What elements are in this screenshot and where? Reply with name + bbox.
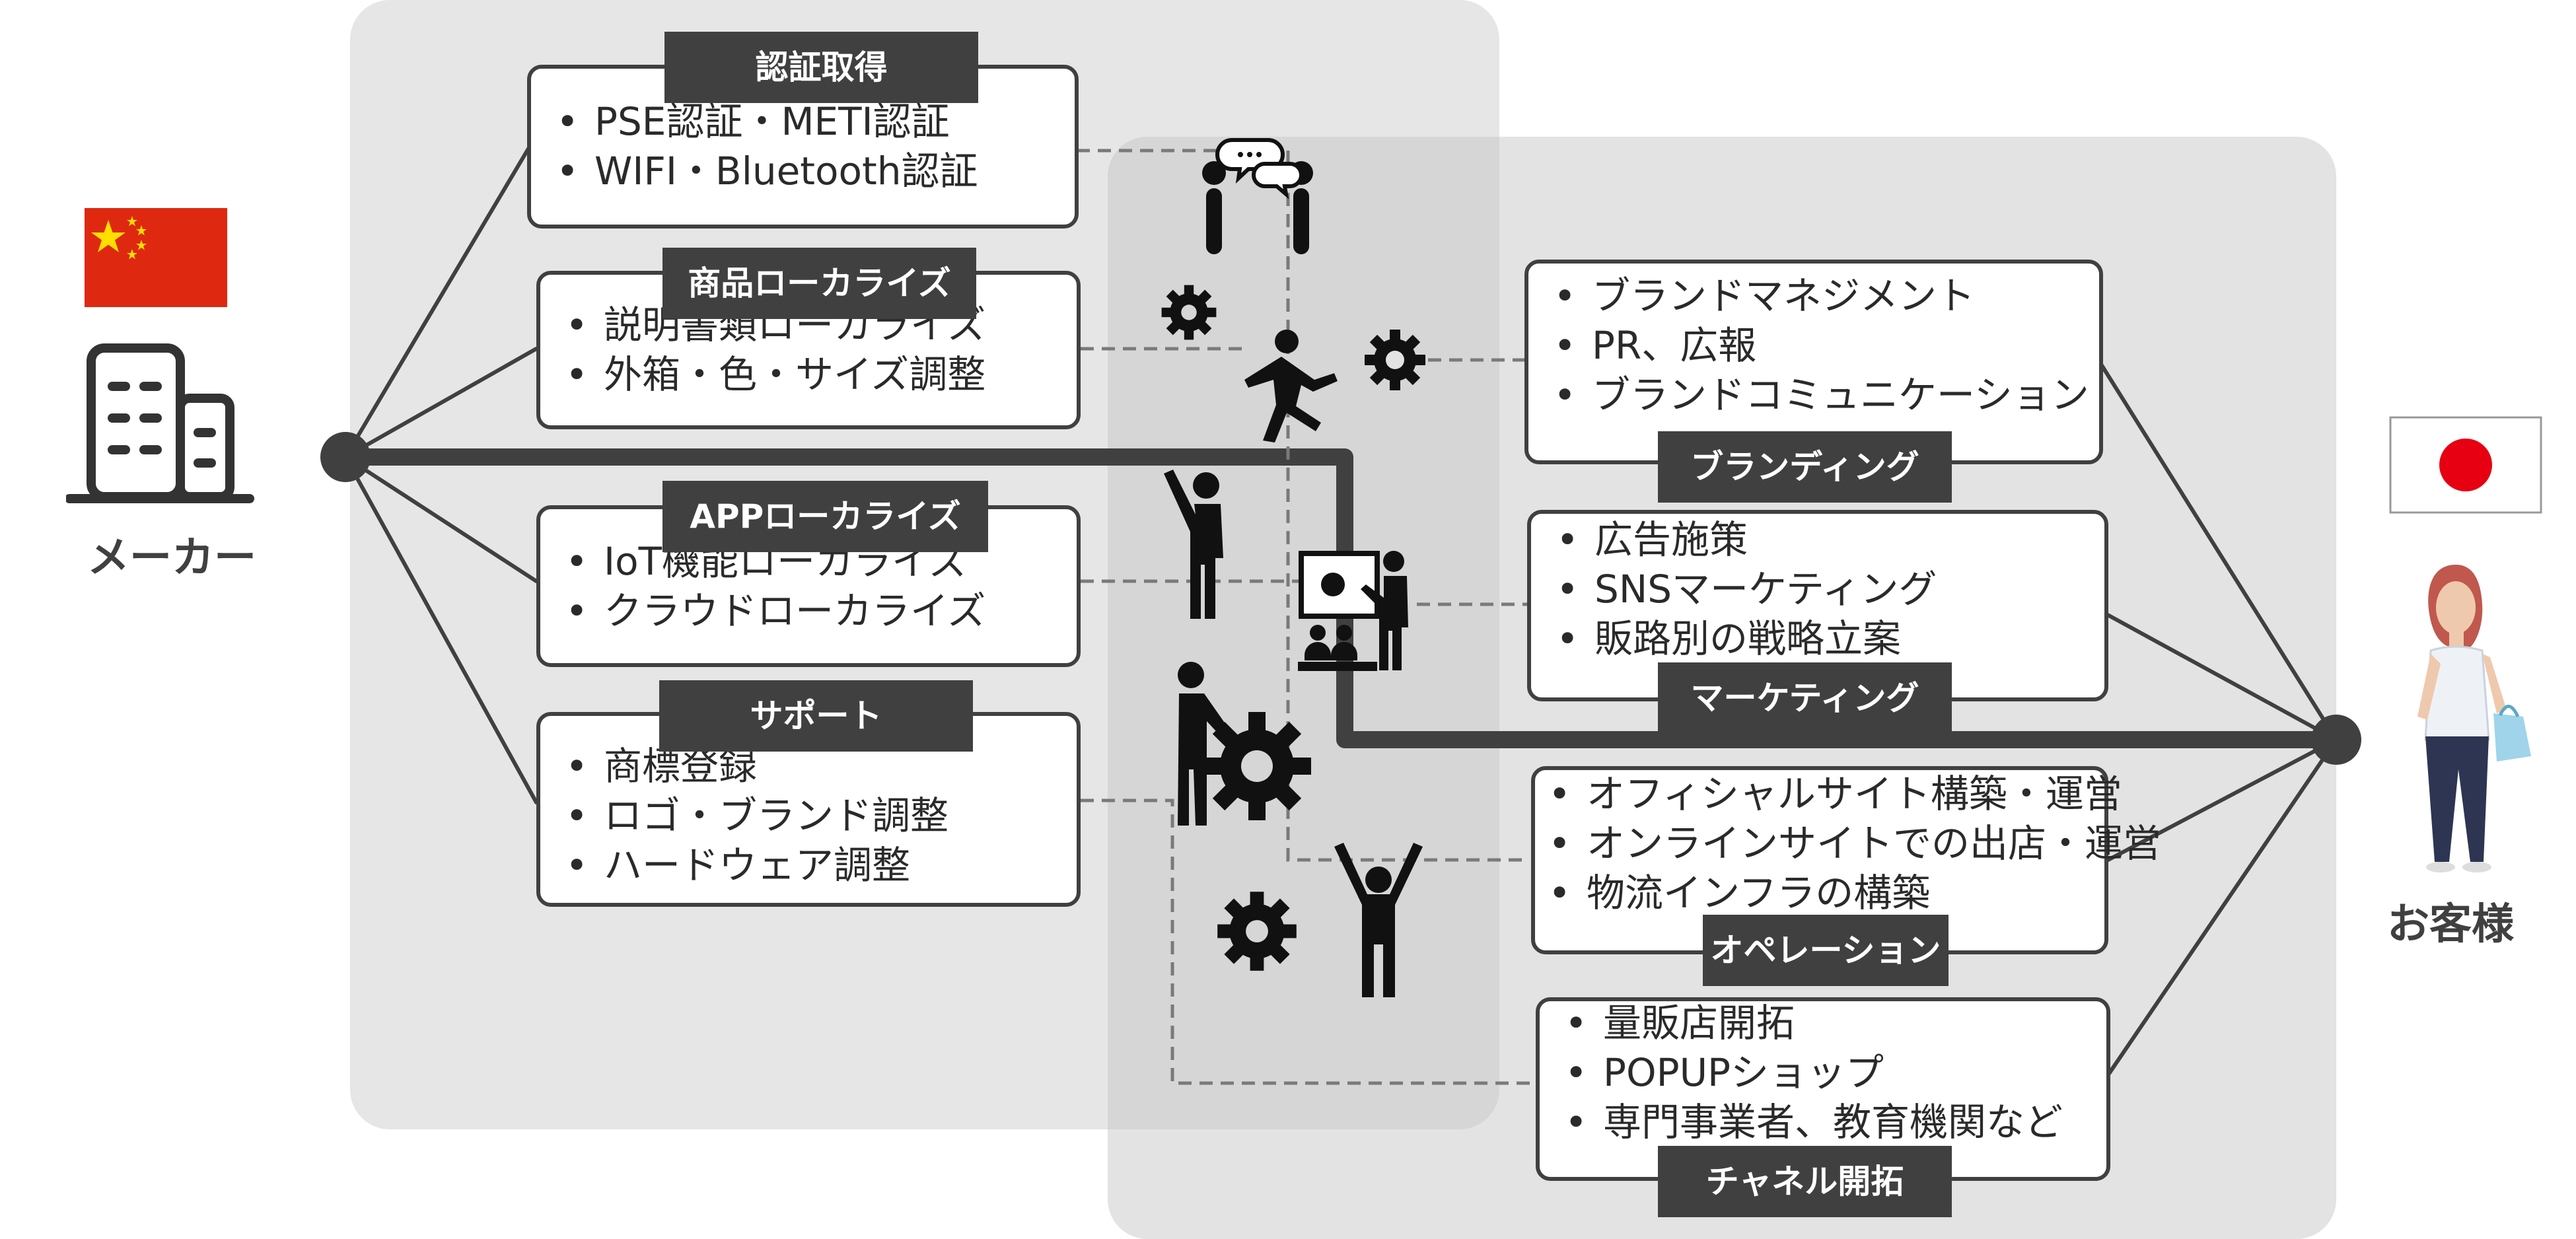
list-item: ハードウェア調整 xyxy=(565,841,1077,890)
list-item: 物流インフラの構築 xyxy=(1548,868,2104,918)
channel-tag: チャネル開拓 xyxy=(1658,1146,1952,1217)
marketing-box: 広告施策 SNSマーケティング 販路別の戦略立案 xyxy=(1527,510,2108,701)
gear-icon xyxy=(1214,888,1300,974)
running-person-icon xyxy=(1235,327,1354,452)
list-item: オンラインサイトでの出店・運営 xyxy=(1548,819,2161,868)
list-item: クラウドローカライズ xyxy=(565,586,1077,636)
branding-tag: ブランディング xyxy=(1658,431,1952,503)
support-tag: サポート xyxy=(659,680,973,752)
list-item: 広告施策 xyxy=(1556,515,2104,565)
cheering-person-icon xyxy=(1329,839,1428,1001)
list-item: 専門事業者、教育機関など xyxy=(1565,1098,2106,1147)
product-localize-tag: 商品ローカライズ xyxy=(662,248,976,319)
chat-people-icon xyxy=(1189,132,1321,258)
pointing-person-icon xyxy=(1155,466,1240,621)
list-item: オフィシャルサイト構築・運営 xyxy=(1548,769,2122,819)
list-item: SNSマーケティング xyxy=(1556,565,2104,614)
app-localize-tag: APPローカライズ xyxy=(662,481,988,552)
list-item: PR、広報 xyxy=(1554,321,2099,371)
gear-icon xyxy=(1159,283,1219,342)
certification-tag: 認証取得 xyxy=(664,32,978,103)
marketing-tag: マーケティング xyxy=(1658,662,1952,734)
presentation-icon xyxy=(1295,548,1427,680)
china-flag xyxy=(85,208,227,307)
list-item: ロゴ・ブランド調整 xyxy=(565,791,1077,841)
list-item: POPUPショップ xyxy=(1565,1048,2106,1098)
operation-tag: オペレーション xyxy=(1703,915,1949,986)
list-item: ブランドマネジメント xyxy=(1554,271,2099,321)
customer-label: お客様 xyxy=(2387,900,2514,949)
factory-building-icon xyxy=(65,340,254,505)
list-item: 販路別の戦略立案 xyxy=(1556,614,2104,664)
list-item: WIFI・Bluetooth認証 xyxy=(556,147,1075,196)
branding-box: ブランドマネジメント PR、広報 ブランドコミュニケーション xyxy=(1524,260,2103,464)
list-item: 外箱・色・サイズ調整 xyxy=(565,350,1077,400)
list-item: PSE認証・METI認証 xyxy=(556,97,1075,147)
app-localize-box: IoT機能ローカライズ クラウドローカライズ xyxy=(536,505,1081,667)
gear-icon xyxy=(1362,327,1428,393)
person-with-gear-icon xyxy=(1159,660,1318,832)
maker-label: メーカー xyxy=(87,534,256,583)
woman-customer-icon xyxy=(2378,551,2550,882)
list-item: ブランドコミュニケーション xyxy=(1554,371,2099,420)
list-item: 量販店開拓 xyxy=(1565,999,2106,1048)
japan-flag xyxy=(2389,416,2542,514)
